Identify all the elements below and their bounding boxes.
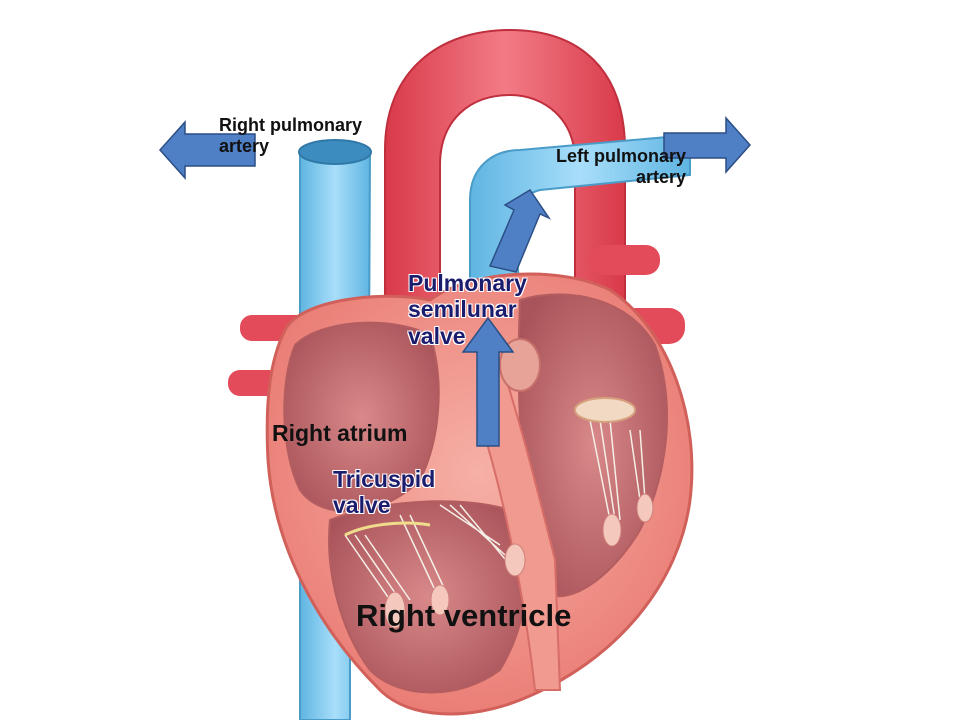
left-pulmonary-artery-label-line1: Left pulmonary bbox=[555, 146, 686, 166]
tricuspid-valve-label: Tricuspid valve bbox=[333, 466, 435, 519]
right-pulmonary-artery-label: Right pulmonary artery bbox=[219, 115, 362, 156]
arrow-pulmonary-trunk bbox=[488, 188, 552, 273]
pulmonary-semilunar-valve-label: Pulmonary semilunar valve bbox=[408, 270, 527, 349]
right-atrium-chamber bbox=[283, 321, 440, 513]
right-ventricle-chamber bbox=[328, 500, 528, 694]
pulmonary-valve-label-line1: Pulmonary bbox=[408, 270, 527, 296]
left-pulmonary-artery-label: Left pulmonary artery bbox=[500, 146, 686, 187]
papillary-muscles bbox=[384, 493, 654, 629]
right-pulmonary-artery-label-line1: Right pulmonary bbox=[219, 115, 362, 135]
pulmonary-valve-label-line2: semilunar bbox=[408, 296, 517, 323]
right-pulmonary-artery-label-line2: artery bbox=[219, 135, 270, 156]
arrow-right-pulmonary-artery bbox=[158, 120, 256, 180]
arrow-left-pulmonary-artery bbox=[663, 116, 752, 174]
right-ventricle-label: Right ventricle bbox=[356, 598, 572, 633]
arrow-through-pulmonary-valve bbox=[461, 316, 515, 447]
pulmonary-valve-label-line3: valve bbox=[408, 322, 466, 349]
left-pulmonary-artery-label-line2: artery bbox=[635, 166, 686, 187]
right-atrium-label: Right atrium bbox=[272, 420, 408, 446]
interventricular-septum bbox=[478, 356, 562, 691]
tricuspid-label-line1: Tricuspid bbox=[333, 466, 436, 492]
chordae-tendineae bbox=[344, 419, 646, 601]
tricuspid-label-line2: valve bbox=[333, 492, 391, 519]
